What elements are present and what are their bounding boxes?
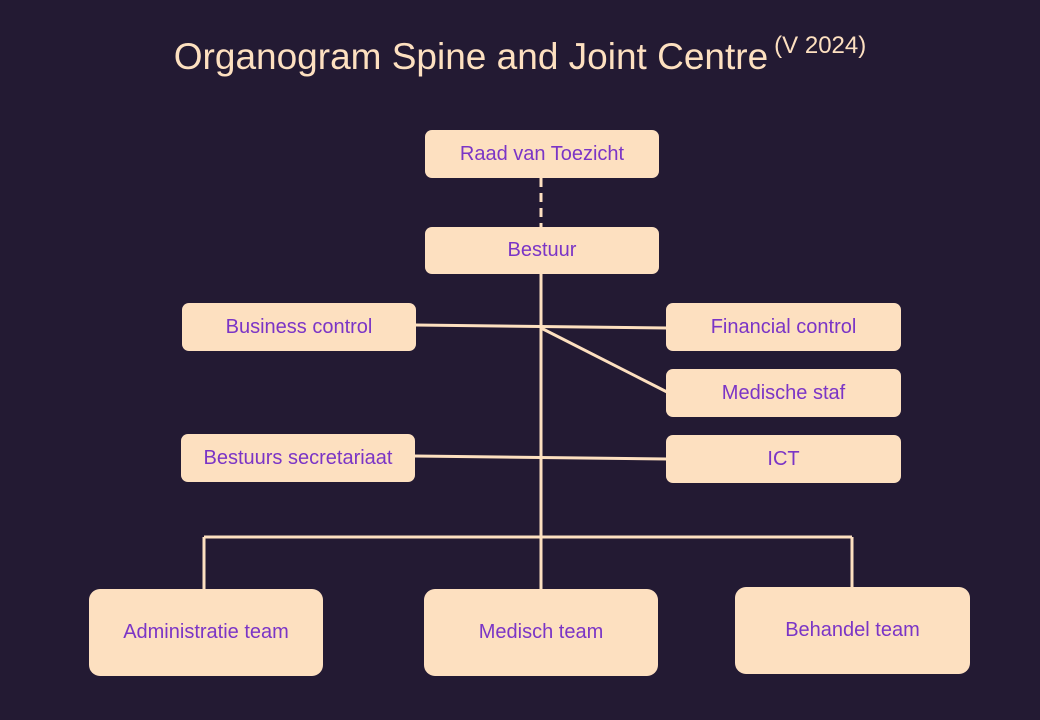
title-text: Organogram Spine and Joint Centre <box>173 36 769 77</box>
node-medisch-team: Medisch team <box>424 589 658 676</box>
node-bestuurs-secretariaat: Bestuurs secretariaat <box>181 434 415 482</box>
node-financial-control: Financial control <box>666 303 901 351</box>
node-medische-staf: Medische staf <box>666 369 901 417</box>
node-ict: ICT <box>666 435 901 483</box>
link-business-financial <box>414 323 668 330</box>
node-raad-van-toezicht: Raad van Toezicht <box>425 130 659 178</box>
page-title: Organogram Spine and Joint Centre(V 2024… <box>0 32 1040 78</box>
node-business-control: Business control <box>182 303 416 351</box>
node-administratie-team: Administratie team <box>89 589 323 676</box>
link-medische-staf <box>540 326 668 394</box>
node-bestuur: Bestuur <box>425 227 659 274</box>
link-secretariaat-ict <box>414 454 668 461</box>
title-version: (V 2024) <box>774 32 867 59</box>
node-behandel-team: Behandel team <box>735 587 970 674</box>
